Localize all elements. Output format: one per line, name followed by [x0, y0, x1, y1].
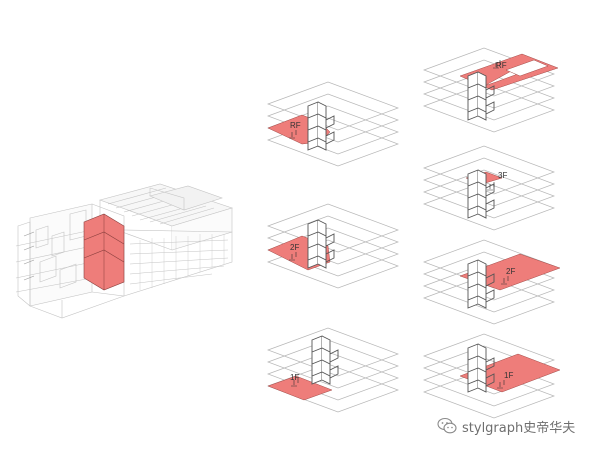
floor-diagram-left-2f: 2F	[267, 203, 399, 289]
floor-diagram-right-2f: 2F	[423, 239, 561, 325]
building-core-highlight	[83, 213, 125, 291]
floor-diagram-right-3f: 3F	[423, 145, 555, 231]
left-1f-highlight	[267, 375, 333, 401]
floor-diagram-right-1f: 1F	[423, 333, 561, 419]
left-rf-label: RF	[290, 121, 301, 130]
watermark-text: stylgraph史帝华夫	[462, 420, 576, 436]
wechat-icon	[437, 417, 457, 434]
watermark: stylgraph史帝华夫	[437, 416, 575, 436]
right-rf-label: RF	[496, 61, 507, 70]
floor-diagram-left-rf: RF	[267, 81, 399, 167]
building-axonometric	[15, 183, 233, 319]
floor-diagram-right-rf: RF	[423, 47, 559, 133]
right-1f-label: 1F	[504, 371, 513, 380]
right-2f-label: 2F	[506, 267, 515, 276]
left-1f-label: 1F	[290, 373, 299, 382]
floor-diagram-left-1f: 1F	[267, 327, 399, 413]
right-3f-label: 3F	[498, 171, 507, 180]
left-2f-label: 2F	[290, 243, 299, 252]
